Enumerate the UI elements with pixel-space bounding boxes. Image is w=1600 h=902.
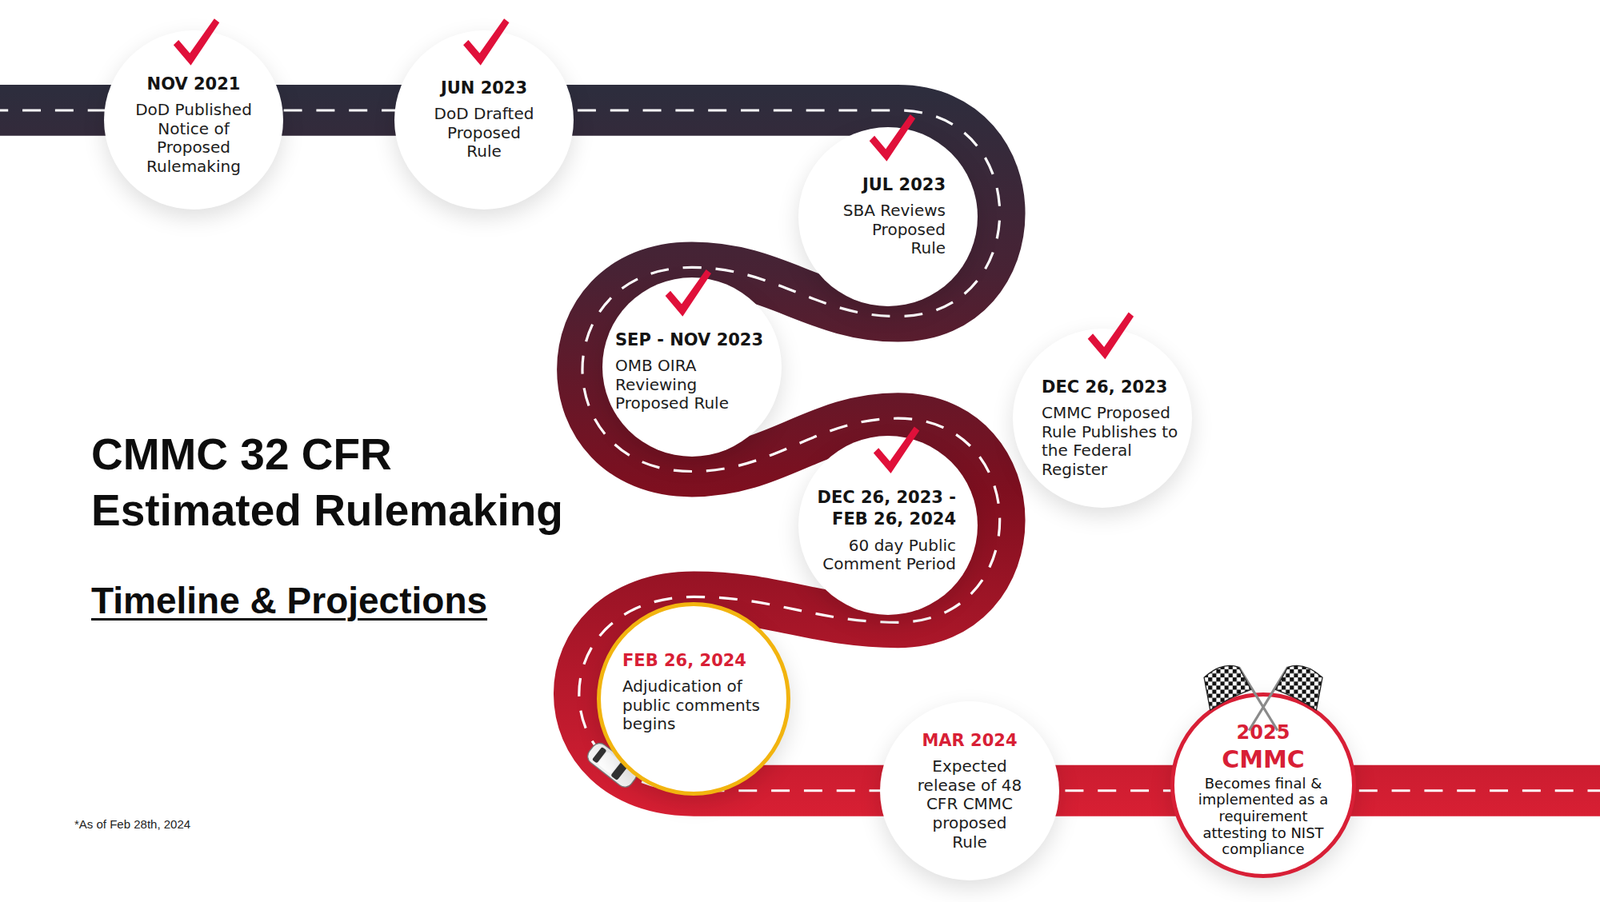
checkmark: [869, 114, 916, 162]
footnote: *As of Feb 28th, 2024: [74, 817, 191, 832]
milestone-date: NOV 2021: [128, 73, 260, 96]
milestone-content: FEB 26, 2024Adjudication of public comme…: [622, 650, 771, 735]
milestone-content: JUN 2023DoD Drafted Proposed Rule: [430, 77, 539, 162]
milestone-text: DoD Published Notice of Proposed Rulemak…: [128, 100, 260, 176]
milestone-circle: FEB 26, 2024Adjudication of public comme…: [596, 602, 791, 796]
milestone-circle: NOV 2021DoD Published Notice of Proposed…: [104, 30, 284, 210]
milestone-text: DoD Drafted Proposed Rule: [430, 105, 539, 163]
milestone-text: 60 day Public Comment Period: [796, 536, 956, 574]
checkmark: [1088, 312, 1134, 360]
milestone-date: DEC 26, 2023: [1041, 376, 1186, 399]
milestone-text: Expected release of 48 CFR CMMC proposed…: [914, 757, 1025, 852]
milestone-circle: DEC 26, 2023 - FEB 26, 2024 60 day Public…: [798, 436, 978, 616]
milestone-content: SEP - NOV 2023OMB OIRA Reviewing Propose…: [615, 329, 748, 414]
milestone-date: FEB 26, 2024: [622, 650, 771, 672]
checkered-flags: [1204, 665, 1323, 731]
milestone-content: DEC 26, 2023 - FEB 26, 2024 60 day Public…: [796, 487, 956, 575]
road-centerline: [0, 110, 1600, 792]
checkmark: [173, 18, 220, 66]
milestone-text: Adjudication of public comments begins: [622, 678, 771, 736]
milestone-date: JUN 2023: [430, 77, 539, 100]
subtitle: Timeline & Projections: [91, 579, 488, 623]
milestone-content: JUL 2023SBA Reviews Proposed Rule: [837, 174, 946, 259]
milestone-text: OMB OIRA Reviewing Proposed Rule: [615, 357, 748, 415]
flag-pole: [1238, 667, 1277, 731]
milestone-circle: MAR 2024Expected release of 48 CFR CMMC …: [880, 701, 1060, 881]
milestone-text: SBA Reviews Proposed Rule: [837, 202, 946, 260]
milestone-circle: SEP - NOV 2023OMB OIRA Reviewing Propose…: [602, 277, 782, 457]
checkmark: [873, 426, 920, 474]
milestone-text: CMMC Proposed Rule Publishes to the Fede…: [1041, 404, 1186, 480]
milestone-circle: JUL 2023SBA Reviews Proposed Rule: [798, 127, 978, 307]
checkmark: [463, 18, 509, 66]
checkered-flag: [1275, 665, 1323, 711]
milestone-date: MAR 2024: [914, 730, 1025, 752]
milestone-text: Becomes final & implemented as a require…: [1195, 776, 1332, 859]
milestone-date: 2025: [1195, 722, 1332, 745]
diagram-title: CMMC 32 CFR Estimated Rulemaking: [91, 426, 580, 539]
milestone-circle: JUN 2023DoD Drafted Proposed Rule: [394, 30, 574, 210]
checkmark: [665, 269, 712, 317]
milestone-content: DEC 26, 2023CMMC Proposed Rule Publishes…: [1041, 376, 1186, 480]
milestone-date: JUL 2023: [837, 174, 946, 196]
milestone-circle: DEC 26, 2023CMMC Proposed Rule Publishes…: [1012, 328, 1192, 508]
road: [0, 110, 1600, 792]
milestone-content: 2025CMMC Becomes final & implemented as a…: [1195, 722, 1332, 859]
checkered-flag: [1204, 665, 1252, 711]
milestone-content: NOV 2021DoD Published Notice of Proposed…: [128, 73, 260, 177]
milestone-date: DEC 26, 2023 - FEB 26, 2024: [796, 487, 956, 532]
milestone-date: SEP - NOV 2023: [615, 329, 748, 352]
milestone-circle: 2025CMMC Becomes final & implemented as a…: [1170, 692, 1356, 879]
flag-pole: [1248, 667, 1288, 731]
milestone-heading: CMMC: [1195, 746, 1332, 773]
checkmarks: [173, 18, 1134, 474]
milestone-content: MAR 2024Expected release of 48 CFR CMMC …: [914, 730, 1025, 852]
